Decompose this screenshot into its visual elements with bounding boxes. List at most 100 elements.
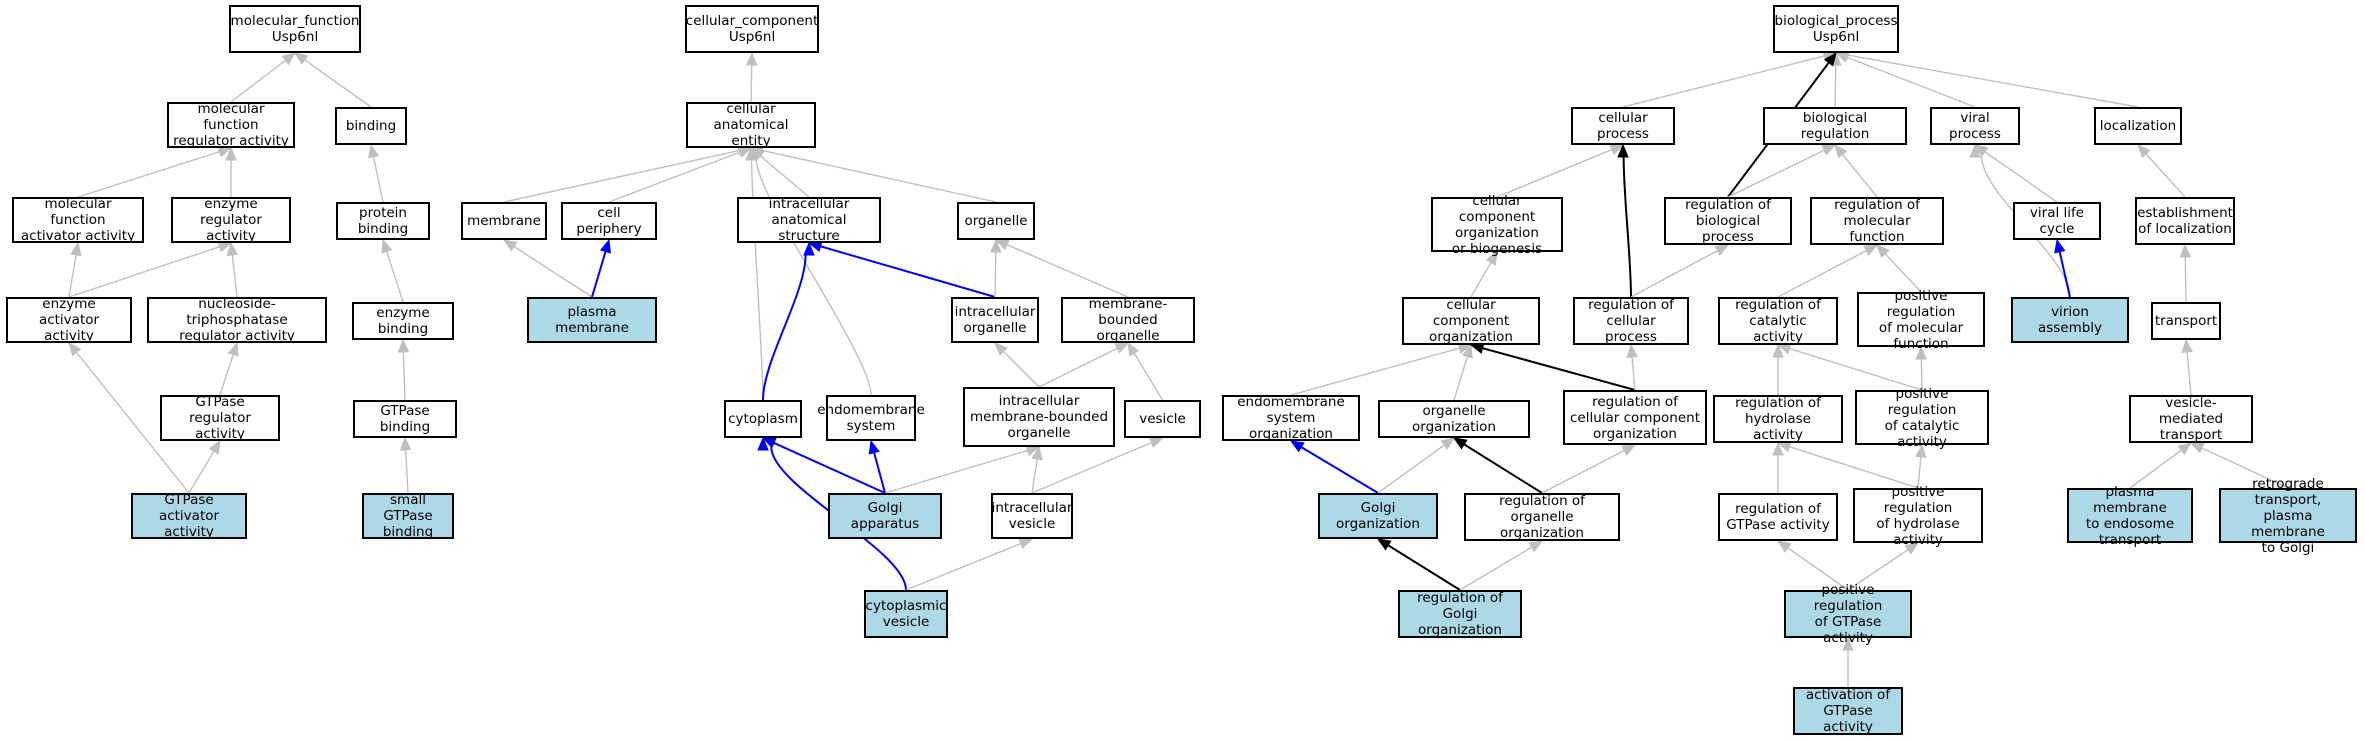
arrowhead-binding-to-mf [293,52,309,65]
edge-rcco-to-cco [1482,347,1636,391]
go-term-loc: localization [2094,107,2182,145]
go-term-roo: regulation of organelle organization [1464,493,1620,541]
go-term-golgi: Golgi apparatus [828,493,942,539]
go-term-pmet: plasma membrane to endosome transport [2067,484,2193,548]
edge-prha-to-prca [1917,456,1922,489]
go-term-cellp: cellular process [1571,107,1675,145]
arrowhead-gaa-to-eaa [68,341,82,357]
edge-pm-to-membrane [513,245,593,298]
go-term-vlc: viral life cycle [2013,202,2101,240]
arrowhead-rga-to-rha [1772,441,1784,456]
arrowhead-va-to-vp [1969,143,1981,158]
arrowhead-vesicle-to-mbo [1127,341,1140,357]
arrowhead-mbo-to-organelle [994,239,1010,251]
edge-rca-to-rmf [1777,249,1867,298]
arrowhead-eb-to-pb [381,238,393,254]
arrowhead-prca-to-prmf [1915,345,1928,360]
go-term-es: endomembrane system [817,395,925,441]
go-term-sgb: small GTPase binding [362,492,454,540]
arrowhead-go-to-oo [1440,437,1456,450]
edge-vmt-to-transport [2186,351,2192,396]
arrowhead-gra-to-ntra [227,341,239,357]
edge-prmf-to-rmf [1884,253,1922,293]
edge-es-to-cae [755,158,872,396]
go-term-mfra: molecular function regulator activity [167,101,295,149]
edge-cae-to-cc [750,64,753,103]
edge-transport-to-eol [2184,256,2187,303]
edge-rtpg-to-vmt [2201,447,2289,489]
arrowhead-pmet-to-vmt [2177,442,2193,456]
go-term-prmf: positive regulation of molecular functio… [1857,288,1985,352]
edge-roo-to-rcco [1541,449,1625,494]
edge-rmf-to-br [1841,153,1878,198]
arrowhead-pm-to-cp [599,238,611,254]
arrowhead-pb-to-binding [367,143,380,159]
arrowhead-roo-to-rcco [1621,444,1637,456]
arrowhead-sgb-to-gb [399,436,412,451]
go-term-mfaa: molecular function activator activity [12,196,144,244]
go-term-vmt: vesicle-mediated transport [2129,395,2253,443]
edge-rcp-to-rbp [1630,250,1718,298]
arrowhead-cae-to-cc [745,51,758,66]
edge-prga-to-prha [1847,549,1909,591]
edge-golgi-to-imbo [884,449,1028,494]
go-term-eb: enzyme binding [352,302,454,340]
edge-rgo-to-go [1387,544,1461,591]
go-term-va: virion assembly [2011,297,2129,343]
arrowhead-roo-to-oo [1452,437,1468,450]
edge-rbp-to-br [1727,149,1825,198]
edge-prha-to-rha [1789,446,1919,489]
go-term-oo: organelle organization [1378,400,1530,438]
go-term-iv: intracellular vesicle [991,493,1073,539]
arrowhead-gaa-to-gra [208,439,221,455]
arrowhead-iv-to-imbo [1031,445,1043,461]
go-term-organelle: organelle [957,202,1035,240]
go-term-gaa: GTPase activator activity [131,492,247,540]
go-term-imbo: intracellular membrane-bounded organelle [963,387,1115,447]
arrowhead-prmf-to-rmf [1876,244,1890,259]
edge-pm-to-cp [591,251,607,298]
arrowhead-go-to-eso [1289,440,1305,453]
arrowhead-golgi-to-cyto [761,437,777,449]
edge-cyto-to-ias [762,254,807,401]
go-term-mf: molecular_function Usp6nl [229,5,361,53]
go-term-pb: protein binding [336,202,430,240]
arrowhead-prha-to-prca [1915,443,1927,458]
arrowhead-cco-to-ccob [1485,250,1498,266]
go-term-eso: endomembrane system organization [1222,394,1360,442]
go-term-era: enzyme regulator activity [171,196,291,244]
edge-cco-to-ccob [1470,262,1492,298]
edge-rcco-to-rcp [1631,356,1636,391]
arrowhead-gb-to-eb [397,338,410,353]
edge-cv-to-iv [905,542,1022,591]
edge-cellp-to-bp [1622,55,1825,108]
edge-eol-to-loc [2145,153,2186,198]
go-term-cp: cell periphery [561,202,657,240]
arrowhead-cv-to-iv [1018,538,1034,550]
edge-ias-to-cae [759,155,810,198]
arrowhead-imbo-to-mbo [1114,342,1130,354]
arrowhead-rgo-to-roo [1528,540,1544,553]
edge-cyto-to-cae [750,159,764,401]
go-term-rcp: regulation of cellular process [1573,297,1689,345]
edge-io-to-ias [820,245,996,298]
arrowhead-rha-to-rca [1772,343,1784,358]
arrowhead-rbp-to-bp [1823,51,1837,67]
arrowhead-golgi-to-es [868,439,880,455]
go-term-rga: regulation of GTPase activity [1718,493,1838,541]
arrowhead-prga-to-prha [1904,542,1920,555]
go-term-rmf: regulation of molecular function [1810,197,1944,245]
arrowhead-transport-to-eol [2179,243,2191,258]
go-term-cyto: cytoplasm [724,400,802,438]
edge-go-to-eso [1300,446,1379,494]
go-term-cc: cellular_component Usp6nl [685,5,819,53]
go-term-aga: activation of GTPase activity [1793,687,1903,735]
edge-sgb-to-gb [404,449,409,494]
edge-oo-to-cco [1453,356,1469,401]
arrowhead-eaa-to-mfaa [70,241,82,257]
edge-prca-to-prmf [1920,358,1923,391]
arrowhead-cv-to-cyto [757,436,769,451]
edge-pmet-to-vmt [2129,449,2182,489]
go-term-membrane: membrane [461,202,547,240]
